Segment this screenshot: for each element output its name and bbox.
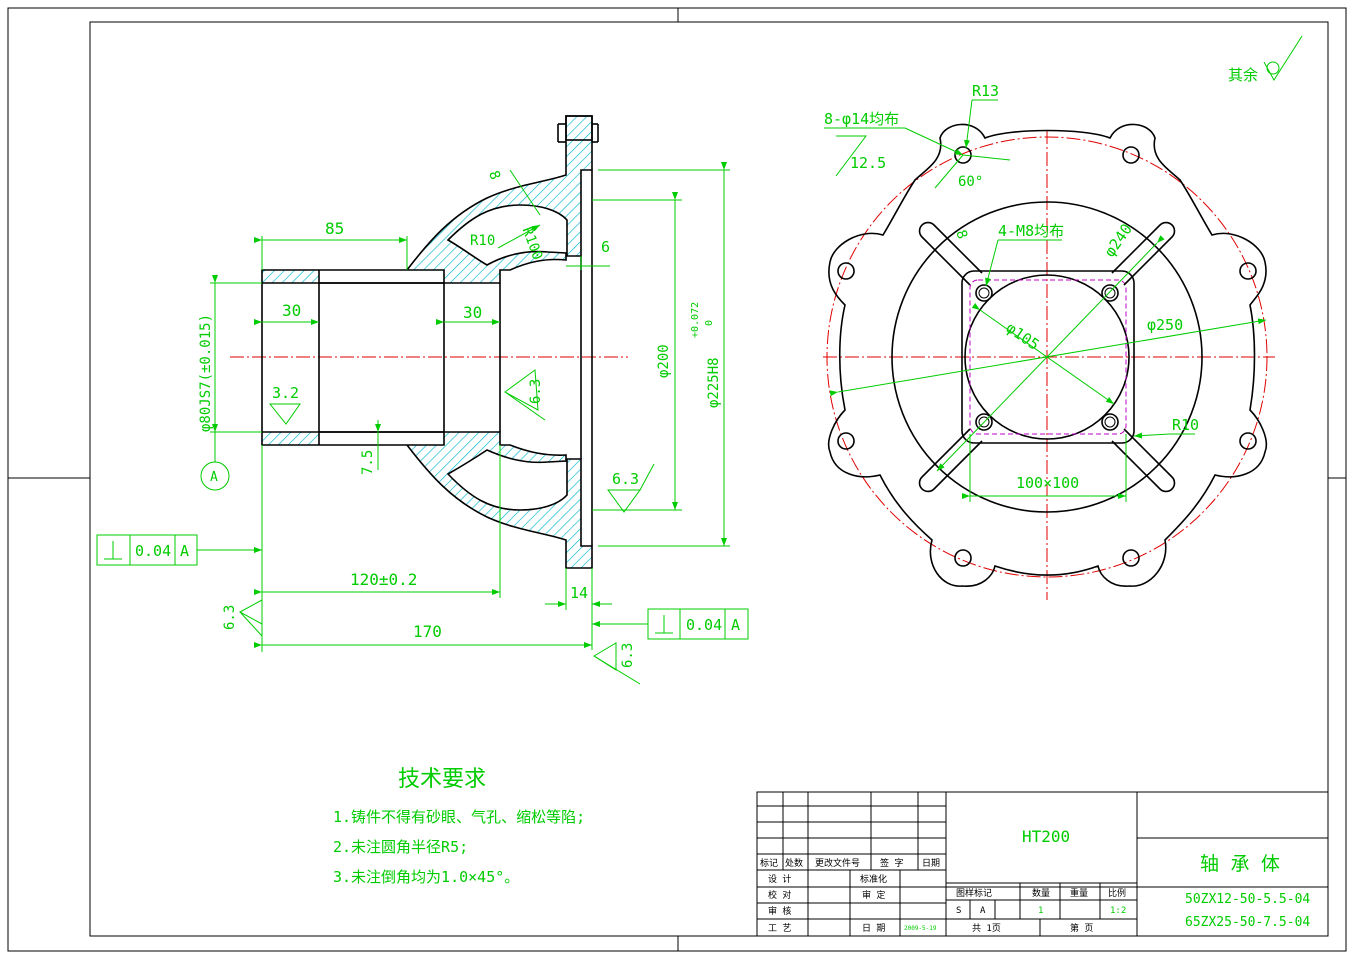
- dim-8-holes: 8-φ14均布: [824, 110, 899, 128]
- tb-hdr-sign: 签 字: [880, 857, 903, 869]
- tb-stage-mark: 图样标记: [956, 887, 992, 899]
- tech-req-item-3: 3.未注倒角均为1.0×45°。: [333, 868, 519, 886]
- rough-6-3-bore: 6.3: [528, 379, 544, 404]
- tb-date-value: 2009-5-19: [904, 925, 937, 932]
- tol-value-1: 0.04: [135, 542, 171, 560]
- dim-phi225-tol-lower: 0: [704, 320, 715, 326]
- section-lower-wall: [261, 431, 593, 569]
- tech-req-item-2: 2.未注圆角半径R5;: [333, 838, 468, 856]
- tb-review: 审 定: [862, 889, 885, 901]
- tol-value-2: 0.04: [686, 616, 722, 634]
- dim-r10: R10: [470, 233, 495, 249]
- dim-phi250: φ250: [1147, 316, 1183, 334]
- dim-120: 120±0.2: [350, 570, 417, 589]
- technical-requirements: 技术要求 1.铸件不得有砂眼、气孔、缩松等陷; 2.未注圆角半径R5; 3.未注…: [333, 767, 585, 886]
- tb-standard: 标准化: [860, 873, 887, 885]
- tb-total-sheets: 共 1页: [972, 923, 1001, 934]
- dim-100x100: 100×100: [1016, 474, 1079, 492]
- dim-30-left: 30: [282, 301, 301, 320]
- rough-6-3-flange: 6.3: [612, 470, 639, 488]
- tb-stage-a: A: [980, 906, 986, 916]
- dim-30-right: 30: [463, 303, 482, 322]
- tolerance-frame-2: 0.04 A: [592, 608, 749, 640]
- dim-phi225: φ225H8: [706, 357, 722, 408]
- tb-qty-label: 数量: [1032, 887, 1050, 899]
- dim-8-wall: 8: [485, 169, 503, 182]
- dim-14: 14: [570, 584, 588, 602]
- front-view: 8-φ14均布 12.5 R13 60° 8 4-M8均布 φ240 φ105 …: [823, 82, 1275, 600]
- dim-phi200: φ200: [656, 344, 672, 378]
- tb-check: 校 对: [768, 889, 791, 901]
- tech-req-item-1: 1.铸件不得有砂眼、气孔、缩松等陷;: [333, 808, 585, 826]
- dim-phi80: φ80JS7(±0.015): [198, 314, 214, 432]
- surface-finish-label: 其余: [1228, 66, 1258, 84]
- ribs: [918, 221, 1176, 493]
- title-block: 标记 处数 更改文件号 签 字 日期 设 计 标准化 校 对 审 定 审 核 工…: [756, 791, 1329, 937]
- tb-code-1: 50ZX12-50-5.5-04: [1185, 892, 1310, 907]
- tb-qty-value: 1: [1038, 906, 1043, 916]
- dim-6: 6: [601, 238, 610, 256]
- tolerance-frame-1: 0.04 A: [96, 534, 262, 566]
- tb-scale-value: 1:2: [1110, 906, 1126, 916]
- tb-process: 工 艺: [768, 923, 791, 934]
- tb-hdr-doc: 更改文件号: [815, 857, 860, 869]
- dim-85: 85: [325, 219, 344, 238]
- surface-circle-icon: [1266, 61, 1280, 75]
- dim-angle-60: 60°: [958, 174, 983, 190]
- tb-hdr-date: 日期: [922, 858, 940, 869]
- bolt-holes: [837, 146, 1257, 567]
- tech-req-title: 技术要求: [398, 767, 486, 792]
- tol-datum-1: A: [180, 542, 189, 560]
- datum-a-circle: [200, 461, 230, 491]
- rough-6-3-right: 6.3: [620, 643, 636, 668]
- datum-a-label: A: [210, 470, 218, 485]
- tb-material: HT200: [1022, 827, 1070, 846]
- dim-8-rib: 8: [952, 228, 970, 241]
- rough-3-2: 3.2: [272, 384, 299, 402]
- dim-phi225-tol-upper: +0.072: [690, 302, 701, 338]
- tb-audit: 审 核: [768, 905, 791, 917]
- dim-170: 170: [413, 622, 442, 641]
- rough-12-5: 12.5: [850, 154, 886, 172]
- drawing-frame: [7, 7, 1347, 952]
- tb-hdr-mark: 标记: [760, 857, 778, 869]
- tb-scale-label: 比例: [1108, 887, 1126, 899]
- section-view: 85 30 30 8 R10 R100 6 φ80JS7(±0.015) 3.2…: [96, 115, 749, 685]
- tb-stage-s: S: [956, 906, 961, 916]
- section-upper-wall: [261, 115, 593, 284]
- dim-r13: R13: [972, 82, 999, 100]
- tb-weight-label: 重量: [1070, 887, 1088, 899]
- tol-datum-2: A: [731, 616, 740, 634]
- surface-finish-note: 其余: [1228, 35, 1303, 84]
- dim-4-m8: 4-M8均布: [998, 222, 1064, 240]
- tb-sheet-no: 第 页: [1070, 922, 1093, 934]
- tb-part-name: 轴 承 体: [1200, 853, 1280, 875]
- tb-date-label: 日 期: [862, 923, 885, 934]
- tb-design: 设 计: [768, 873, 791, 885]
- rough-6-3-left: 6.3: [222, 605, 238, 630]
- tb-code-2: 65ZX25-50-7.5-04: [1185, 915, 1310, 930]
- dim-7-5: 7.5: [360, 450, 376, 475]
- dim-r10-front: R10: [1172, 416, 1199, 434]
- tb-hdr-count: 处数: [785, 857, 803, 869]
- bolt-pitch-circle: [826, 136, 1268, 578]
- dim-phi105: φ105: [1003, 319, 1043, 354]
